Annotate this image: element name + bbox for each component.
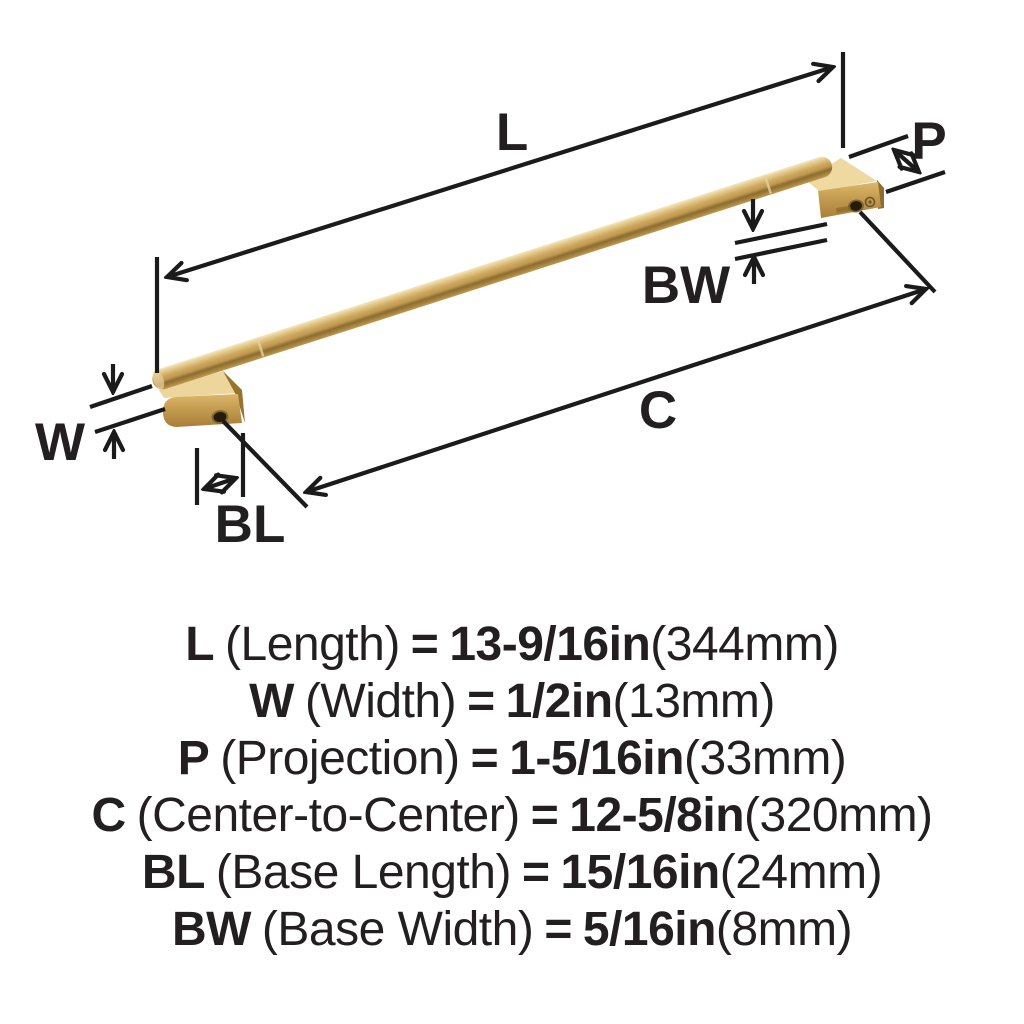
BW-extension-upper bbox=[734, 221, 828, 246]
dimension-legend: L(Length)=13-9/16in(344mm) W(Width)=1/2i… bbox=[0, 616, 1024, 958]
legend-letter: W bbox=[249, 675, 294, 728]
legend-value: 1/2in bbox=[505, 675, 613, 728]
L-label: L bbox=[496, 103, 528, 162]
pull-handle-illustration bbox=[152, 156, 884, 427]
legend-metric: (13mm) bbox=[612, 675, 776, 728]
legend-value: 1-5/16in bbox=[509, 732, 684, 785]
left-foot bbox=[159, 371, 245, 427]
engraving-mark bbox=[836, 206, 852, 213]
legend-row-center-to-center: C(Center-to-Center)=12-5/8in(320mm) bbox=[0, 787, 1024, 844]
legend-metric: (24mm) bbox=[719, 846, 883, 899]
W-label: W bbox=[35, 413, 85, 472]
left-screw-hole bbox=[213, 411, 227, 423]
L-dimension-line bbox=[167, 67, 833, 277]
legend-row-base-length: BL(Base Length)=15/16in(24mm) bbox=[0, 844, 1024, 901]
legend-name: (Base Width) bbox=[261, 903, 534, 956]
legend-row-width: W(Width)=1/2in(13mm) bbox=[0, 673, 1024, 730]
legend-value: 15/16in bbox=[560, 846, 720, 899]
legend-name: (Projection) bbox=[220, 732, 460, 785]
legend-metric: (320mm) bbox=[744, 789, 933, 842]
W-extension-upper bbox=[89, 384, 153, 409]
BW-label: BW bbox=[642, 256, 730, 315]
legend-name: (Base Length) bbox=[215, 846, 512, 899]
legend-letter: P bbox=[177, 732, 210, 785]
left-foot-side-face bbox=[223, 371, 245, 423]
P-extension-upper bbox=[848, 134, 909, 159]
legend-row-length: L(Length)=13-9/16in(344mm) bbox=[0, 616, 1024, 673]
legend-value: 13-9/16in bbox=[449, 618, 651, 671]
C-leader-left bbox=[221, 419, 309, 509]
bar-end-cap bbox=[152, 370, 165, 390]
legend-equals: = bbox=[530, 789, 559, 842]
legend-name: (Length) bbox=[225, 618, 400, 671]
legend-metric: (8mm) bbox=[715, 903, 853, 956]
P-dimension-arrow bbox=[894, 150, 919, 172]
W-extension-lower bbox=[94, 407, 166, 434]
legend-name: (Width) bbox=[304, 675, 457, 728]
legend-value: 5/16in bbox=[582, 903, 717, 956]
legend-letter: BL bbox=[141, 846, 205, 899]
legend-letter: C bbox=[91, 789, 126, 842]
logo-stamp-circle bbox=[864, 196, 876, 208]
BW-extension-lower bbox=[734, 237, 828, 262]
bar-seam-left bbox=[256, 338, 265, 357]
left-foot-front-face bbox=[163, 394, 242, 427]
legend-letter: L bbox=[185, 618, 215, 671]
legend-row-projection: P(Projection)=1-5/16in(33mm) bbox=[0, 730, 1024, 787]
bar bbox=[152, 156, 833, 390]
right-screw-hole bbox=[850, 201, 862, 211]
BL-label: BL bbox=[215, 495, 286, 554]
dimension-callouts: L P BW C W bbox=[35, 52, 947, 554]
handle-dimension-drawing: L P BW C W bbox=[35, 52, 947, 554]
legend-letter: BW bbox=[171, 903, 251, 956]
legend-equals: = bbox=[544, 903, 572, 956]
P-extension-lower bbox=[885, 170, 946, 194]
legend-row-base-width: BW(Base Width)=5/16in(8mm) bbox=[0, 901, 1024, 958]
C-dimension-line bbox=[306, 289, 926, 492]
legend-metric: (344mm) bbox=[650, 618, 839, 671]
legend-equals: = bbox=[410, 618, 439, 671]
C-label: C bbox=[639, 381, 677, 440]
left-foot-top-face bbox=[159, 371, 237, 398]
bar-group bbox=[152, 156, 833, 390]
legend-name: (Center-to-Center) bbox=[136, 789, 521, 842]
C-leader-right bbox=[858, 210, 937, 294]
P-label: P bbox=[911, 112, 946, 171]
legend-equals: = bbox=[467, 675, 495, 728]
BL-dimension-arrow bbox=[204, 478, 236, 489]
legend-equals: = bbox=[470, 732, 499, 785]
logo-stamp-dot bbox=[868, 200, 872, 204]
legend-metric: (33mm) bbox=[683, 732, 847, 785]
legend-value: 12-5/8in bbox=[569, 789, 745, 842]
legend-equals: = bbox=[521, 846, 550, 899]
